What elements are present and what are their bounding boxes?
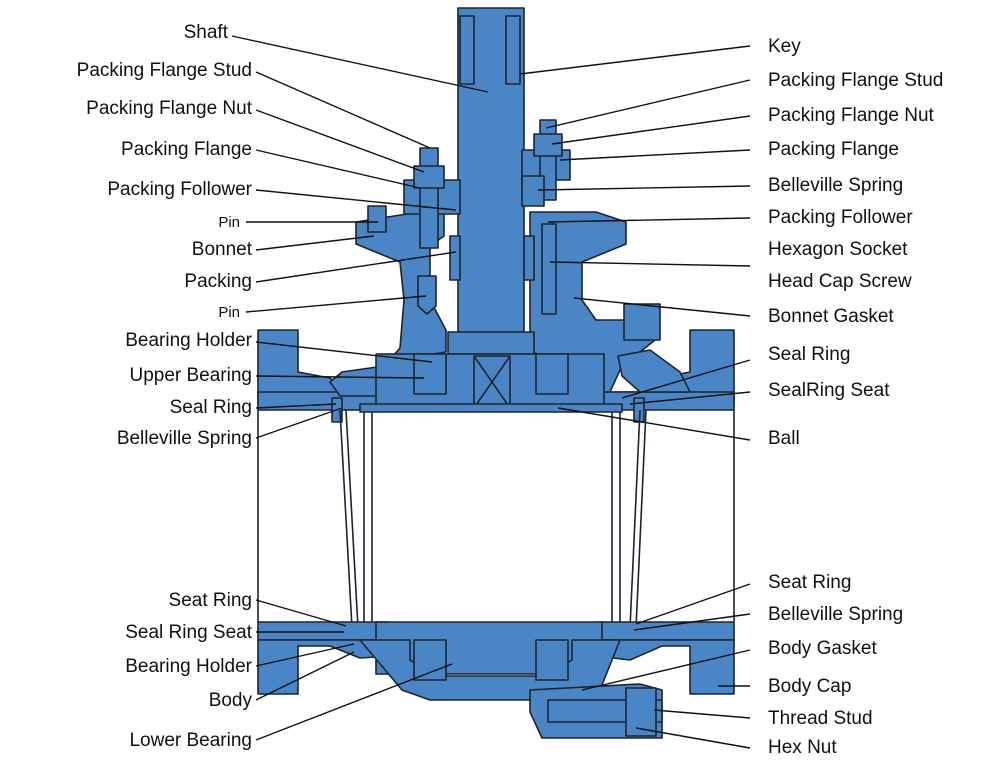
bonnet-bolt [623, 303, 661, 341]
shaft-slot [459, 15, 475, 85]
pin-top [367, 205, 387, 233]
right-lower-flange [597, 621, 735, 641]
label-seal-ring-right: Seal Ring [768, 344, 851, 365]
label-bearing-holder-upper: Bearing Holder [125, 330, 252, 351]
label-belleville-spring-lower: Belleville Spring [768, 604, 904, 625]
label-seat-ring-right: Seat Ring [768, 572, 852, 593]
label-head-cap-screw: Head Cap Screw [768, 271, 912, 292]
lower-bearing-right [535, 639, 569, 681]
label-pin-lower: Pin [218, 304, 240, 321]
label-shaft: Shaft [183, 22, 228, 43]
label-packing-flange-nut-left: Packing Flange Nut [86, 98, 252, 119]
left-lower-flange [257, 621, 389, 641]
label-key: Key [768, 36, 801, 57]
packing-right [523, 235, 535, 281]
label-seat-ring-left: Seat Ring [168, 590, 252, 611]
label-pin-upper: Pin [218, 214, 240, 231]
ball-band [359, 403, 623, 413]
label-packing-follower-left: Packing Follower [107, 179, 252, 200]
pin-lower [417, 275, 437, 315]
label-lower-bearing: Lower Bearing [129, 730, 252, 751]
lower-bearing-left [413, 639, 447, 681]
label-seal-ring-left: Seal Ring [169, 397, 252, 418]
label-packing-flange-left: Packing Flange [121, 139, 252, 160]
packing-left [449, 235, 461, 281]
label-packing-flange-nut-right: Packing Flange Nut [768, 105, 934, 126]
label-ball: Ball [768, 428, 800, 449]
label-hexagon-socket: Hexagon Socket [768, 239, 908, 260]
label-body-cap: Body Cap [768, 676, 852, 697]
label-packing-follower-right: Packing Follower [768, 207, 913, 228]
stem-block [447, 331, 535, 355]
body-cap [617, 349, 691, 393]
body-lower-bowl [359, 639, 621, 701]
label-thread-stud: Thread Stud [768, 708, 873, 729]
label-belleville-spring-left: Belleville Spring [116, 428, 252, 449]
label-packing: Packing [184, 271, 252, 292]
hex-nut [625, 687, 657, 737]
label-packing-flange-stud-right: Packing Flange Stud [768, 70, 944, 91]
label-seal-ring-seat-left: Seal Ring Seat [125, 622, 252, 643]
packing-stud-left [419, 147, 439, 249]
label-packing-flange-stud-left: Packing Flange Stud [76, 60, 252, 81]
packing-nut-right [533, 133, 563, 157]
label-packing-flange-right: Packing Flange [768, 139, 899, 160]
label-bonnet-gasket: Bonnet Gasket [768, 306, 894, 327]
label-bearing-holder-lower: Bearing Holder [125, 656, 252, 677]
label-belleville-spring-upper: Belleville Spring [768, 175, 904, 196]
label-hex-nut: Hex Nut [768, 737, 837, 758]
label-body-gasket: Body Gasket [768, 638, 877, 659]
label-upper-bearing: Upper Bearing [129, 365, 252, 386]
label-bonnet: Bonnet [191, 239, 252, 260]
upper-bearing-right [535, 353, 569, 395]
key [505, 15, 521, 85]
belleville-spring-top [521, 175, 545, 207]
hex-cap-screw [541, 223, 557, 315]
label-sealring-seat-right: SealRing Seat [768, 380, 890, 401]
label-body: Body [208, 690, 252, 711]
